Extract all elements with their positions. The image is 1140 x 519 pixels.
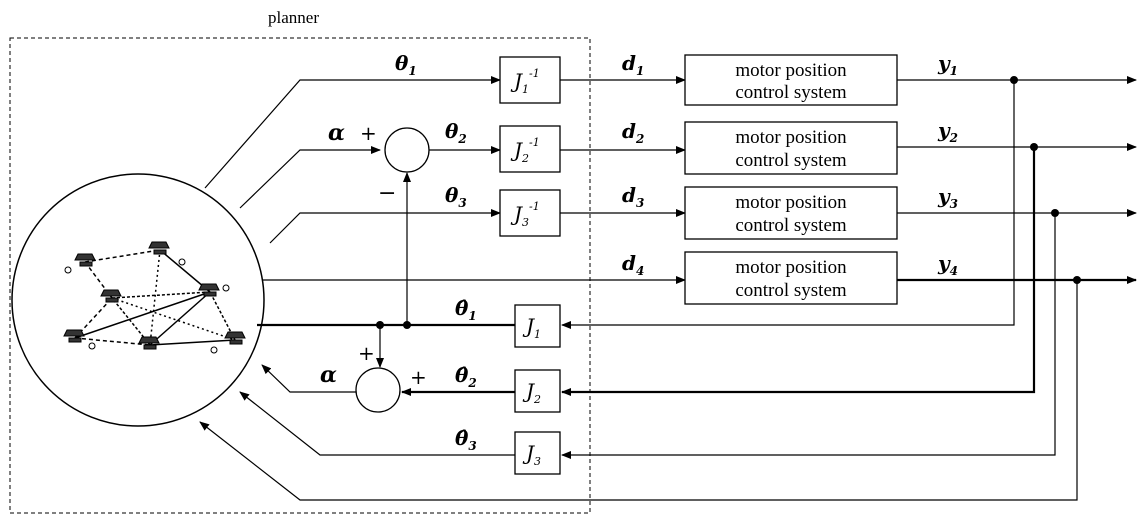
y4-label: y4 xyxy=(937,251,958,278)
jinv-box-3 xyxy=(499,189,561,237)
motor-box-4 xyxy=(684,251,898,305)
motor-2-line1: motor position xyxy=(735,127,847,148)
feedback-y4 xyxy=(199,280,1078,501)
plus-bottom-right-sign: + xyxy=(410,365,427,389)
theta1-label: θ1 xyxy=(395,51,417,78)
feedback-y1 xyxy=(561,80,1015,329)
summing-junction-top xyxy=(384,127,430,173)
theta-hat2-label: θ̂2 xyxy=(455,363,477,390)
motor-1-line1: motor position xyxy=(735,60,847,81)
d4-label: d4 xyxy=(622,251,644,278)
y3-label: y3 xyxy=(937,184,958,211)
feedback-y3 xyxy=(561,213,1056,459)
planner-label: planner xyxy=(268,8,319,27)
theta-hat3-label: θ̂3 xyxy=(455,426,477,453)
feedback-y2 xyxy=(561,147,1036,396)
theta3-label: θ3 xyxy=(445,183,467,210)
plus-top-sign: + xyxy=(360,121,377,145)
motor-3-line1: motor position xyxy=(735,192,847,213)
robot-network-circle xyxy=(11,173,265,427)
motor-3-line2: control system xyxy=(735,215,847,236)
alpha-top-label: α xyxy=(328,120,345,146)
robot-icons xyxy=(63,241,246,354)
theta-hat1-label: θ̂1 xyxy=(455,296,477,323)
j-label-1: J1 xyxy=(522,314,541,341)
jinv-label-2: J2-1 xyxy=(510,136,540,165)
theta1-line xyxy=(204,76,501,189)
alpha-top-line xyxy=(239,146,381,209)
jinv-box-2 xyxy=(499,125,561,173)
j-box-3 xyxy=(514,431,561,475)
jinv-label-1: J1-1 xyxy=(510,67,540,96)
jinv-label-3: J3-1 xyxy=(510,200,540,229)
d1-label: d1 xyxy=(622,51,644,78)
motor-1-line2: control system xyxy=(735,82,847,103)
motor-box-2 xyxy=(684,121,898,175)
theta-hat3-line xyxy=(239,391,515,456)
d2-label: d2 xyxy=(622,119,644,146)
minus-top-sign: − xyxy=(378,181,396,206)
jinv-box-1 xyxy=(499,56,561,104)
y2-label: y2 xyxy=(937,118,958,145)
planner-boundary xyxy=(9,37,591,514)
j-label-3: J3 xyxy=(522,441,541,468)
motor-box-1 xyxy=(684,54,898,106)
theta3-line xyxy=(269,209,501,244)
motor-4-line1: motor position xyxy=(735,257,847,278)
j-label-2: J2 xyxy=(522,379,541,406)
motor-2-line2: control system xyxy=(735,150,847,171)
y1-label: y1 xyxy=(937,51,958,78)
alpha-bottom-line xyxy=(261,364,356,393)
alpha-bottom-label: α xyxy=(320,362,337,388)
motor-box-3 xyxy=(684,186,898,240)
d3-label: d3 xyxy=(622,183,644,210)
plus-bottom-top-sign: + xyxy=(358,341,375,365)
theta2-label: θ2 xyxy=(445,119,467,146)
motor-4-line2: control system xyxy=(735,280,847,301)
summing-junction-bottom xyxy=(355,367,401,413)
